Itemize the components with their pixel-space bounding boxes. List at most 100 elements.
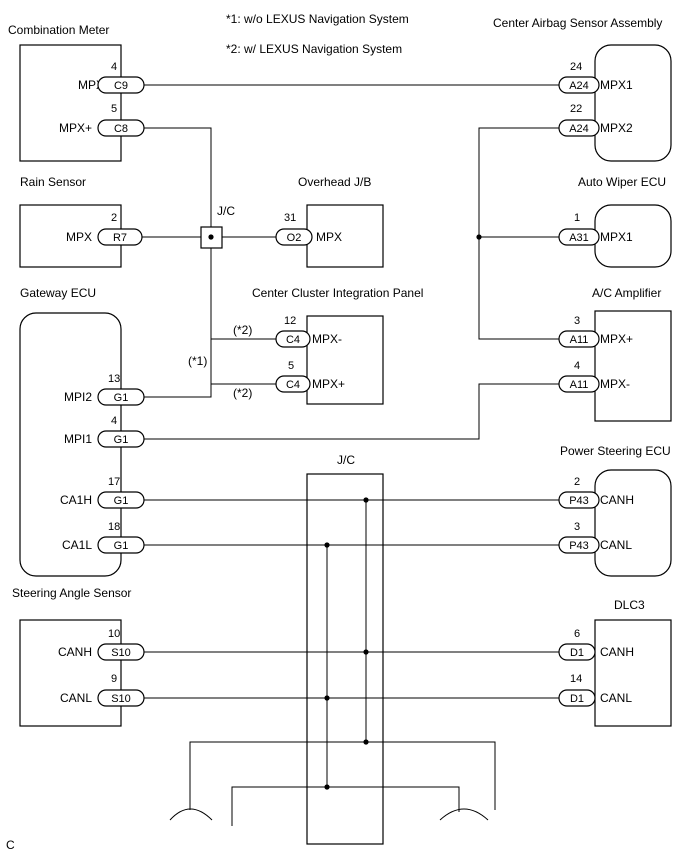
svg-text:R7: R7 — [113, 232, 127, 244]
overhead-jb-title: Overhead J/B — [298, 175, 371, 189]
large-jc-box — [306, 473, 384, 845]
svg-text:A11: A11 — [570, 334, 589, 346]
note-without-nav: *1: w/o LEXUS Navigation System — [226, 12, 409, 26]
svg-text:MPX+: MPX+ — [600, 332, 633, 346]
terminal-dl-canl: 14 D1 CANL — [558, 673, 632, 707]
svg-text:G1: G1 — [114, 540, 129, 552]
combination-meter-title: Combination Meter — [8, 23, 109, 37]
variant-mark-star2-upper: (*2) — [233, 323, 252, 337]
svg-text:14: 14 — [570, 673, 582, 685]
svg-text:31: 31 — [284, 212, 296, 224]
svg-text:22: 22 — [570, 103, 582, 115]
wire-canl-out-right — [327, 786, 460, 812]
svg-text:3: 3 — [574, 521, 580, 533]
svg-text:P43: P43 — [569, 495, 589, 507]
svg-text:O2: O2 — [287, 232, 302, 244]
wire-break-right — [439, 808, 489, 821]
svg-text:D1: D1 — [570, 647, 584, 659]
svg-text:A31: A31 — [569, 232, 589, 244]
svg-text:MPI1: MPI1 — [64, 432, 92, 446]
svg-text:MPX1: MPX1 — [600, 230, 633, 244]
terminal-ps-canh: 2 P43 CANH — [558, 476, 634, 509]
junction-dot-sa-canh — [363, 649, 369, 655]
small-jc-title: J/C — [217, 204, 235, 218]
wire-canh-out-right — [366, 741, 496, 810]
terminal-ac-mpx-minus: 4 A11 MPX- — [558, 360, 630, 393]
svg-text:18: 18 — [108, 521, 120, 533]
junction-dot-ca1h — [363, 497, 369, 503]
svg-text:3: 3 — [574, 315, 580, 327]
ac-amplifier-box — [594, 310, 672, 422]
terminal-cp-mpx-plus: 5 C4 MPX+ — [275, 360, 345, 393]
power-steering-title: Power Steering ECU — [560, 444, 671, 458]
cluster-panel-title: Center Cluster Integration Panel — [252, 286, 423, 300]
svg-text:C8: C8 — [114, 123, 128, 135]
variant-mark-star1: (*1) — [188, 354, 207, 368]
steering-angle-box — [19, 619, 122, 727]
terminal-gw-ca1h: CA1H 17 G1 — [60, 476, 145, 509]
cluster-panel-box — [306, 315, 384, 405]
terminal-sa-canl: CANL 9 S10 — [60, 673, 145, 707]
svg-text:D1: D1 — [570, 693, 584, 705]
terminal-gw-mpi2: MPI2 13 G1 — [64, 373, 145, 406]
terminal-cp-mpx-minus: 12 C4 MPX- — [275, 315, 342, 348]
terminal-rs-mpx: MPX 2 R7 — [66, 212, 143, 246]
corner-label: C — [6, 838, 15, 852]
dlc3-box — [594, 619, 672, 727]
svg-text:MPI2: MPI2 — [64, 390, 92, 404]
svg-text:4: 4 — [574, 360, 580, 372]
svg-text:G1: G1 — [114, 495, 129, 507]
svg-text:G1: G1 — [114, 434, 129, 446]
svg-text:10: 10 — [108, 628, 120, 640]
junction-dot-canl-out — [324, 784, 330, 790]
terminal-dl-canh: 6 D1 CANH — [558, 628, 634, 661]
svg-text:CANL: CANL — [600, 691, 632, 705]
svg-text:A24: A24 — [569, 123, 589, 135]
svg-text:S10: S10 — [111, 647, 131, 659]
junction-dot-ca1l — [324, 542, 330, 548]
svg-text:1: 1 — [574, 212, 580, 224]
svg-text:A11: A11 — [570, 379, 589, 391]
center-airbag-title: Center Airbag Sensor Assembly — [493, 16, 662, 30]
variant-mark-star2-lower: (*2) — [233, 386, 252, 400]
wire-canl-out-left — [231, 786, 327, 826]
svg-text:2: 2 — [111, 212, 117, 224]
svg-text:MPX+: MPX+ — [59, 121, 92, 135]
svg-text:12: 12 — [284, 315, 296, 327]
terminal-aw-mpx1: 1 A31 MPX1 — [558, 212, 633, 246]
junction-dot-canh-out — [363, 739, 369, 745]
auto-wiper-title: Auto Wiper ECU — [578, 175, 666, 189]
center-airbag-box — [594, 44, 672, 162]
svg-text:MPX2: MPX2 — [600, 121, 633, 135]
svg-text:17: 17 — [108, 476, 120, 488]
svg-text:A24: A24 — [569, 80, 589, 92]
svg-text:P43: P43 — [569, 540, 589, 552]
svg-text:C4: C4 — [286, 379, 300, 391]
svg-text:S10: S10 — [111, 693, 131, 705]
note-with-nav: *2: w/ LEXUS Navigation System — [226, 42, 402, 56]
svg-text:MPX-: MPX- — [312, 332, 342, 346]
svg-text:CA1H: CA1H — [60, 493, 92, 507]
combination-meter-box — [19, 44, 122, 162]
terminal-ab-mpx1: 24 A24 MPX1 — [558, 61, 633, 94]
svg-text:13: 13 — [108, 373, 120, 385]
svg-text:G1: G1 — [114, 392, 129, 404]
power-steering-box — [594, 469, 672, 577]
large-jc-title: J/C — [337, 453, 355, 467]
svg-text:5: 5 — [111, 103, 117, 115]
terminal-ac-mpx-plus: 3 A11 MPX+ — [558, 315, 633, 348]
svg-text:CA1L: CA1L — [62, 538, 92, 552]
junction-dot-sa-canl — [324, 695, 330, 701]
svg-text:CANH: CANH — [600, 493, 634, 507]
svg-text:MPX: MPX — [316, 230, 342, 244]
svg-text:CANL: CANL — [600, 538, 632, 552]
svg-text:MPX: MPX — [66, 230, 92, 244]
wire-airbag-mpx2-bus — [478, 127, 559, 340]
svg-text:4: 4 — [111, 415, 117, 427]
gateway-ecu-title: Gateway ECU — [20, 286, 96, 300]
svg-text:MPX+: MPX+ — [312, 377, 345, 391]
junction-dot-jc — [208, 234, 214, 240]
svg-text:MPX-: MPX- — [600, 377, 630, 391]
terminal-cm-mpx-minus: MPX- 4 C9 — [78, 61, 145, 94]
